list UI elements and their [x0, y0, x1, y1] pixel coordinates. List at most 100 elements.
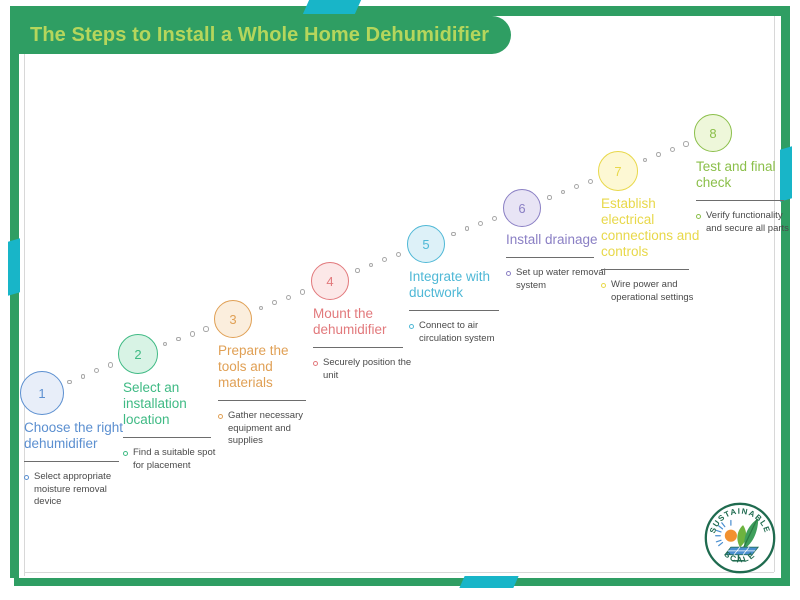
trail-dot [285, 294, 291, 300]
step-divider-8 [696, 200, 784, 202]
page-title: The Steps to Install a Whole Home Dehumi… [30, 23, 490, 46]
step-number-8: 8 [709, 125, 717, 141]
trail-dot [80, 373, 86, 379]
trail-dot [272, 300, 277, 306]
step-number-circle-1[interactable]: 1 [20, 371, 64, 415]
step-bullet-text-6: Set up water removal system [516, 267, 606, 291]
trail-dot [94, 368, 100, 374]
svg-text:SCALE: SCALE [723, 550, 758, 565]
step-bullet-text-3: Gather necessary equipment and supplies [228, 410, 303, 447]
bullet-dot-icon [313, 361, 318, 367]
step-number-circle-7[interactable]: 7 [598, 151, 638, 191]
step-title-8: Test and final check [696, 159, 776, 190]
step-divider-3 [218, 400, 306, 402]
step-divider-1 [24, 461, 119, 463]
bullet-dot-icon [696, 214, 701, 220]
step-number-3: 3 [229, 311, 237, 327]
trail-dot [107, 362, 114, 368]
step-bullet-row-1: Select appropriate moisture removal devi… [24, 471, 126, 509]
accent-chip-top [302, 0, 362, 14]
step-bullet-text-8: Verify functionality and secure all part… [706, 210, 789, 234]
trail-dot [547, 195, 552, 200]
step-bullet-row-8: Verify functionality and secure all part… [696, 210, 796, 235]
step-bullet-row-7: Wire power and operational settings [601, 279, 701, 304]
trail-dot [642, 157, 648, 163]
trail-dot [395, 251, 402, 258]
trail-dot [382, 257, 388, 263]
step-divider-7 [601, 269, 689, 271]
step-divider-2 [123, 437, 211, 439]
step-bullet-text-7: Wire power and operational settings [611, 279, 694, 303]
trail-dot [560, 189, 566, 195]
inner-rule-right [774, 16, 775, 572]
bullet-dot-icon [218, 414, 223, 420]
step-bullet-row-3: Gather necessary equipment and supplies [218, 410, 318, 448]
step-bullet-row-2: Find a suitable spot for placement [123, 447, 223, 472]
trail-dot [656, 152, 662, 158]
step-number-circle-3[interactable]: 3 [214, 300, 252, 338]
step-number-circle-2[interactable]: 2 [118, 334, 158, 374]
trail-dot [451, 231, 456, 236]
trail-dot [368, 262, 374, 268]
inner-rule-bottom [24, 572, 774, 573]
step-title-2: Select an installation location [123, 380, 187, 427]
step-title-4: Mount the dehumidifier [313, 306, 387, 337]
trail-dot [176, 336, 182, 342]
frame-top-border [10, 6, 790, 16]
bullet-dot-icon [409, 324, 414, 330]
step-bullet-text-1: Select appropriate moisture removal devi… [34, 471, 112, 508]
trail-dot [587, 178, 594, 185]
sustainable-scale-logo: SUSTAINABLE SCALE [702, 500, 778, 576]
step-number-circle-5[interactable]: 5 [407, 225, 445, 263]
logo-bottom-text: SCALE [723, 550, 756, 565]
step-number-4: 4 [326, 273, 334, 289]
trail-dot [258, 305, 263, 311]
trail-dot [478, 220, 484, 226]
trail-dot [574, 184, 580, 190]
step-title-3: Prepare the tools and materials [218, 343, 289, 390]
step-bullet-text-4: Securely position the unit [323, 357, 412, 381]
step-bullet-row-4: Securely position the unit [313, 357, 413, 382]
step-bullet-text-5: Connect to air circulation system [419, 320, 495, 344]
step-title-7: Establish electrical connections and con… [601, 196, 700, 259]
step-title-6: Install drainage [506, 232, 598, 247]
step-number-5: 5 [422, 236, 430, 252]
trail-dot [189, 331, 195, 337]
trail-dot [299, 289, 306, 295]
step-number-circle-6[interactable]: 6 [503, 189, 541, 227]
bullet-dot-icon [24, 475, 29, 481]
trail-dot [683, 141, 689, 147]
trail-dot [203, 326, 209, 332]
step-bullet-row-5: Connect to air circulation system [409, 320, 509, 345]
trail-dot [355, 268, 360, 273]
frame-bottom-border [14, 578, 790, 586]
bullet-dot-icon [601, 283, 606, 289]
step-number-2: 2 [134, 346, 142, 362]
title-banner: The Steps to Install a Whole Home Dehumi… [10, 16, 512, 54]
step-bullet-text-2: Find a suitable spot for placement [133, 447, 216, 471]
step-number-circle-8[interactable]: 8 [694, 114, 732, 152]
trail-dot [669, 146, 675, 152]
trail-dot [67, 379, 72, 384]
step-bullet-row-6: Set up water removal system [506, 267, 606, 292]
step-number-6: 6 [518, 200, 526, 216]
frame-right-border [781, 6, 790, 578]
step-number-circle-4[interactable]: 4 [311, 262, 349, 300]
accent-chip-left [8, 238, 20, 296]
inner-rule-left [24, 16, 25, 576]
step-divider-6 [506, 257, 594, 259]
step-number-7: 7 [614, 163, 622, 179]
bullet-dot-icon [123, 451, 128, 457]
logo-icon: SUSTAINABLE SCALE [704, 502, 776, 574]
step-number-1: 1 [38, 385, 46, 401]
step-title-1: Choose the right dehumidifier [24, 420, 124, 451]
trail-dot [491, 215, 498, 222]
step-title-5: Integrate with ductwork [409, 269, 491, 300]
